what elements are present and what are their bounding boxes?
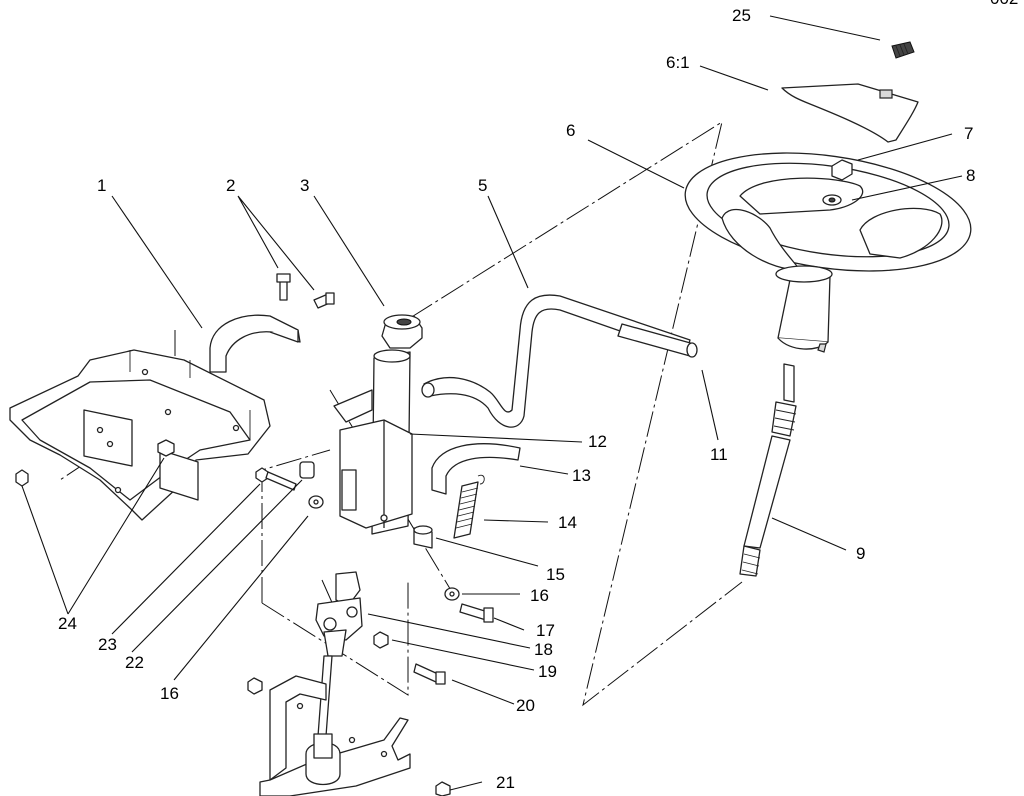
label-1: 1	[97, 176, 106, 195]
label-21: 21	[496, 773, 515, 792]
part-9-upper-shaft	[739, 363, 797, 577]
label-13: 13	[572, 466, 591, 485]
part-18-universal-joint	[315, 571, 363, 657]
part-13-shield	[431, 443, 521, 495]
part-8-washer	[822, 194, 842, 206]
part-5-steering-rod	[421, 294, 691, 428]
leader-lines	[21, 15, 963, 791]
label-9: 9	[856, 544, 865, 563]
label-12: 12	[588, 432, 607, 451]
part-1-mounting-plate	[9, 349, 271, 521]
label-2: 2	[226, 176, 235, 195]
label-6-1: 6:1	[666, 53, 690, 72]
label-14: 14	[558, 513, 577, 532]
part-6-steering-wheel	[684, 152, 972, 353]
part-11-rod-sleeve	[617, 323, 698, 358]
part-7-nut	[831, 159, 853, 181]
label-23: 23	[98, 635, 117, 654]
part-14-spring	[453, 474, 485, 539]
corner-text: 002	[990, 0, 1018, 8]
callout-labels: 1 2 3 5 6 6:1 7 8 9 11 12 13 14 15 16 17…	[58, 6, 975, 792]
part-17-bolt	[459, 603, 494, 623]
label-16-left: 16	[160, 684, 179, 703]
label-5: 5	[478, 176, 487, 195]
part-22-spacer	[299, 461, 315, 479]
label-8: 8	[966, 166, 975, 185]
label-20: 20	[516, 696, 535, 715]
label-19: 19	[538, 662, 557, 681]
label-24: 24	[58, 614, 77, 633]
part-3-bushing	[381, 314, 423, 349]
label-11: 11	[710, 445, 728, 464]
part-23-bolt	[255, 467, 297, 491]
part-6-1-cover-cap	[781, 83, 919, 143]
lower-shaft-and-bracket	[247, 655, 451, 796]
label-22: 22	[125, 653, 144, 672]
part-20-bolt	[413, 663, 446, 685]
label-15: 15	[546, 565, 565, 584]
part-2-clamp-and-bolts	[209, 273, 335, 373]
label-18: 18	[534, 640, 553, 659]
label-16-right: 16	[530, 586, 549, 605]
label-3: 3	[300, 176, 309, 195]
part-24-nuts	[15, 439, 175, 487]
label-25: 25	[732, 6, 751, 25]
part-19-nut	[373, 631, 389, 649]
part-25-insert	[891, 41, 915, 59]
part-12-steering-column	[333, 349, 413, 535]
label-7: 7	[964, 124, 973, 143]
part-16-washer-left	[308, 495, 324, 509]
part-16-washer-right	[444, 587, 460, 601]
label-17: 17	[536, 621, 555, 640]
part-15-spacer	[413, 525, 433, 549]
label-6: 6	[566, 121, 575, 140]
